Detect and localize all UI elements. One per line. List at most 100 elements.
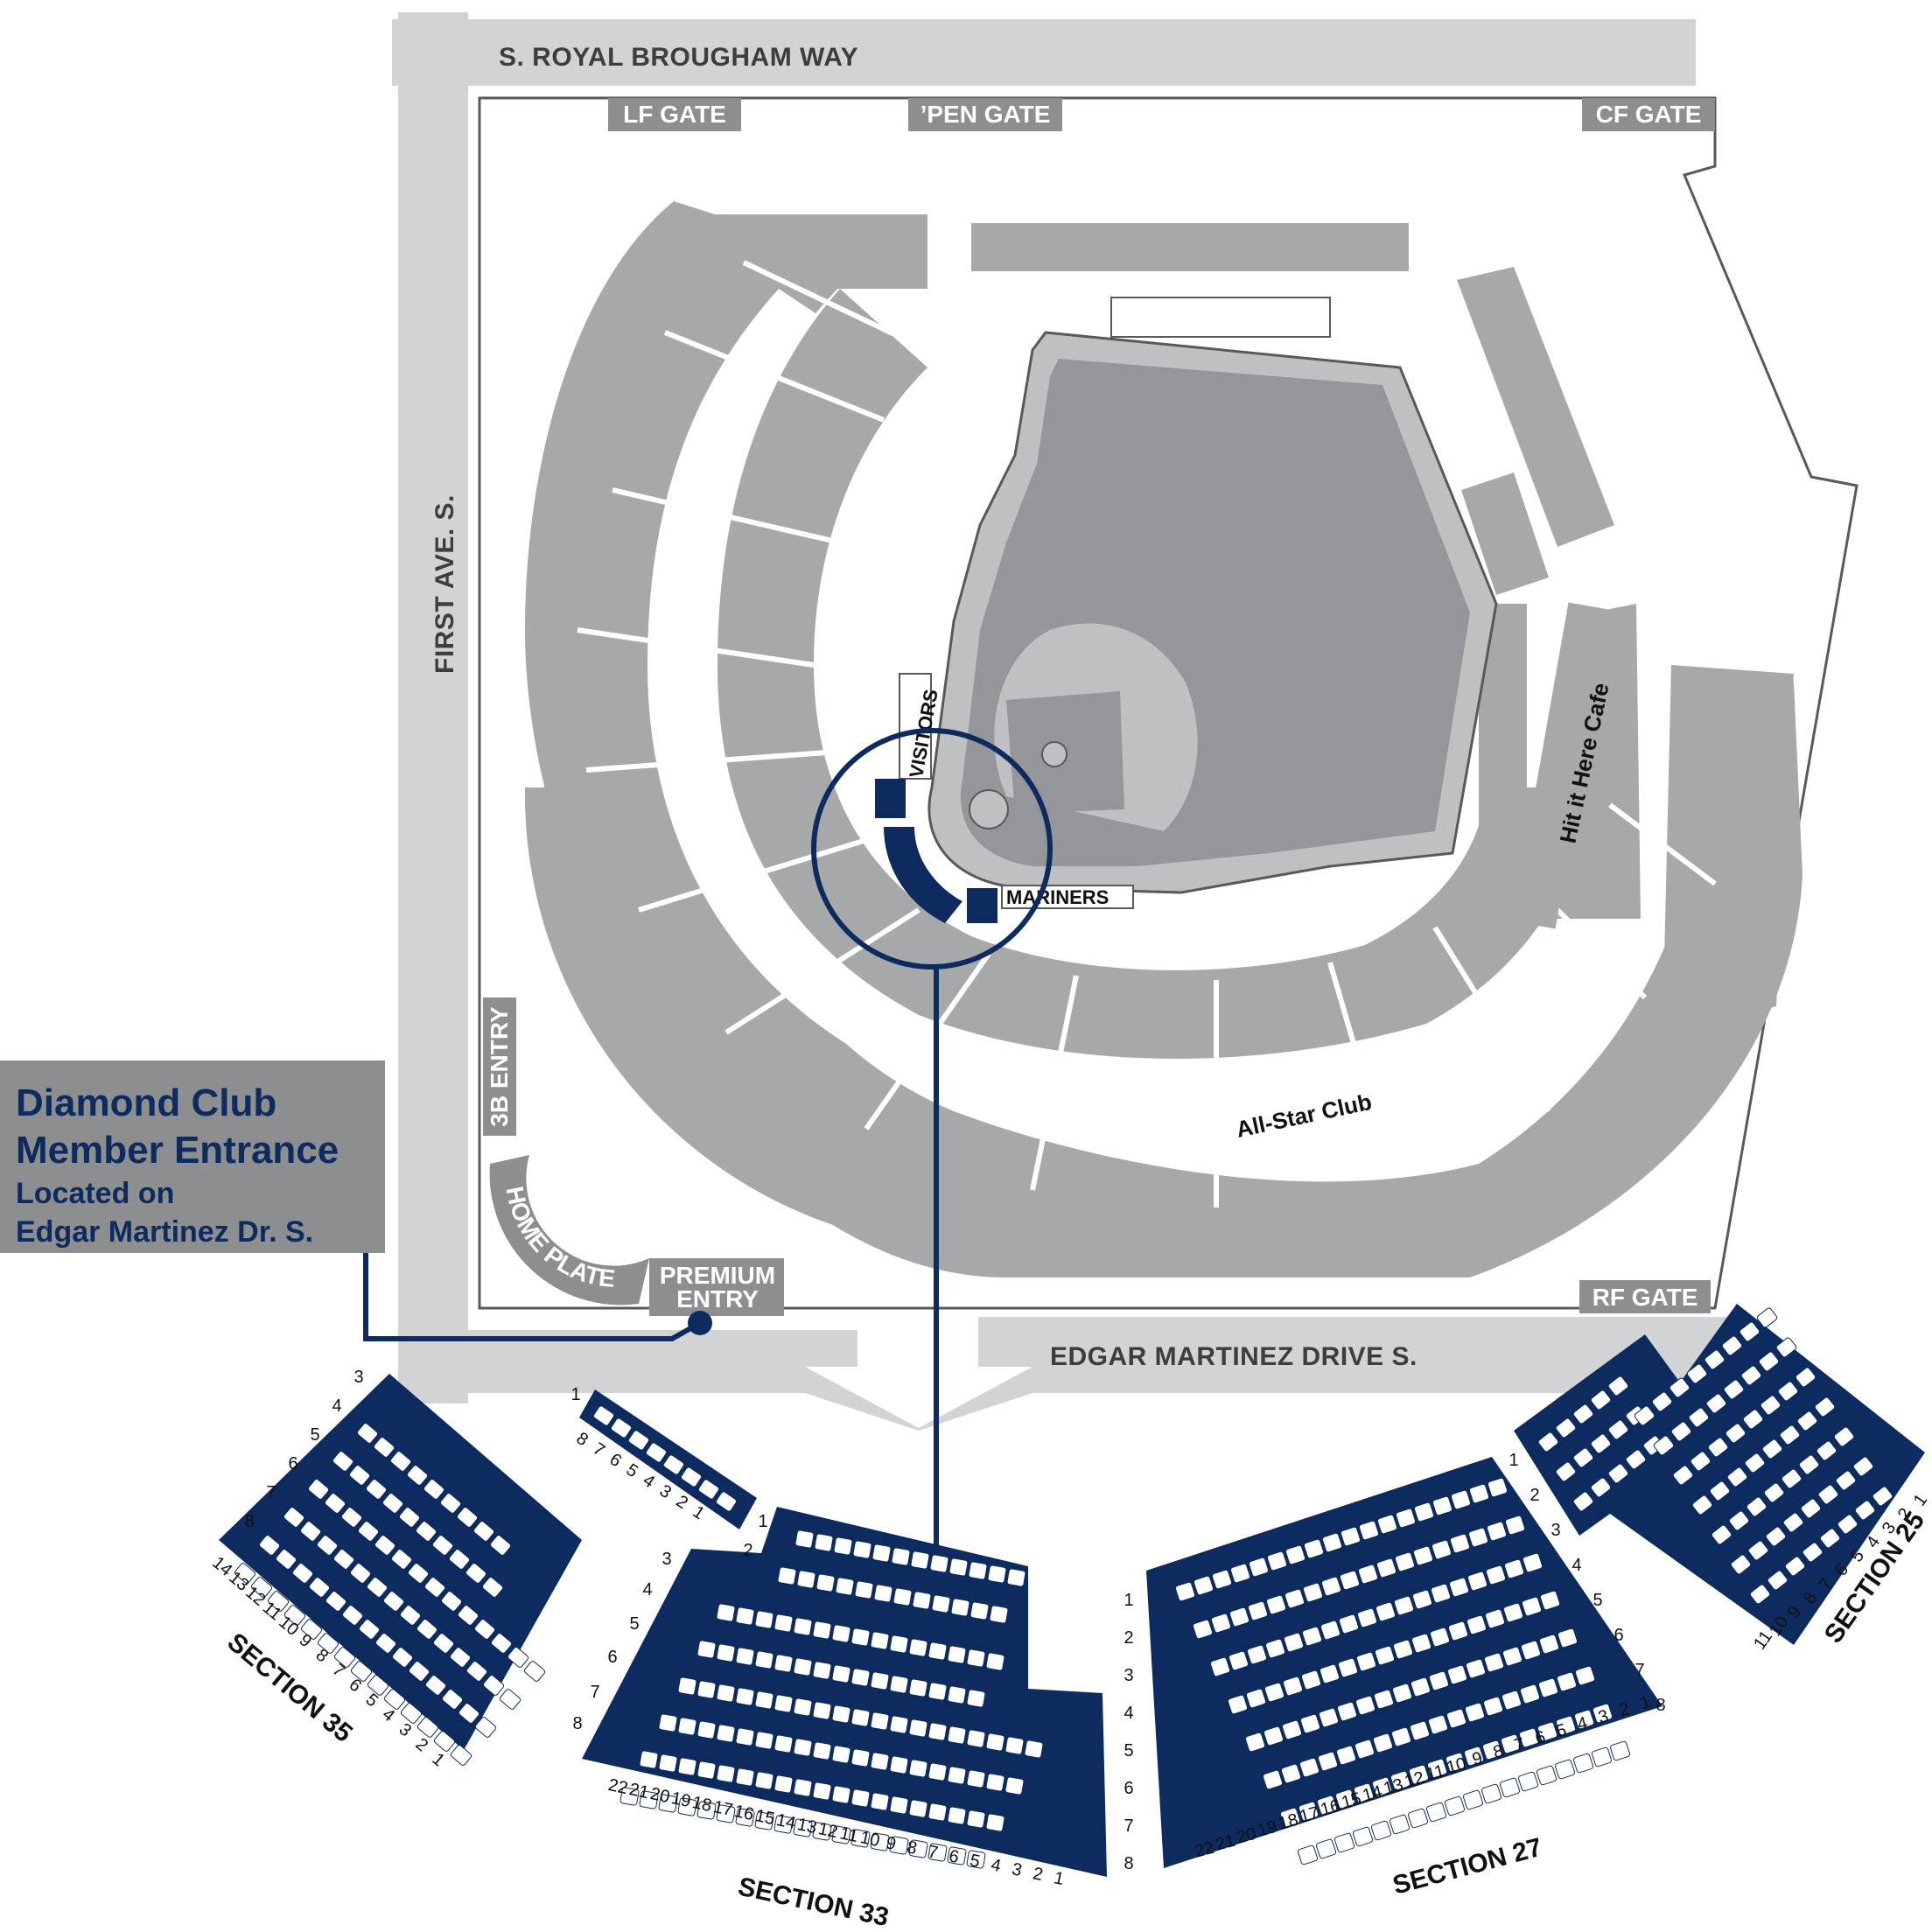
seat [908, 1839, 928, 1858]
seat [1339, 1570, 1361, 1591]
seat [1519, 1684, 1541, 1704]
seat [1425, 1802, 1447, 1823]
seat [966, 1850, 986, 1869]
seat [1486, 1521, 1508, 1542]
section-27-title: SECTION 27 [1390, 1833, 1545, 1900]
seat [947, 1645, 967, 1664]
section-27-right-row-number: 2 [1530, 1486, 1539, 1505]
section-27-row-number: 4 [1124, 1704, 1133, 1723]
seat [1352, 1826, 1374, 1847]
section-27-right-row-number: 3 [1550, 1521, 1560, 1540]
seat [1728, 1510, 1750, 1531]
seat [1317, 1751, 1339, 1772]
seat [1723, 1379, 1745, 1400]
seat [985, 1813, 1005, 1832]
seat [677, 1676, 697, 1696]
section-33-seat-number: 4 [990, 1855, 1003, 1876]
seat [1315, 1838, 1337, 1859]
section-27-row-number: 7 [1124, 1816, 1133, 1836]
seat [1466, 1614, 1488, 1635]
section-33-seat-number: 10 [858, 1828, 881, 1851]
seat [1796, 1410, 1818, 1432]
seat [1336, 1701, 1358, 1722]
seat [1192, 1619, 1214, 1640]
seat [831, 1664, 851, 1684]
seat [307, 1479, 330, 1500]
seat [639, 1750, 659, 1769]
seat [1590, 1390, 1612, 1410]
seat [985, 1732, 1005, 1752]
seat [1607, 1463, 1629, 1484]
seat [1335, 1745, 1357, 1766]
seat [1449, 1533, 1471, 1554]
seat [1747, 1540, 1769, 1561]
section-33-seat-number: 13 [795, 1815, 818, 1838]
seat [1536, 1721, 1558, 1742]
seat [1193, 1575, 1214, 1596]
seat [627, 1430, 650, 1451]
seat [481, 1577, 504, 1598]
seat [1432, 1495, 1453, 1516]
premium-label-1: PREMIUM [660, 1262, 775, 1289]
seat [399, 1605, 422, 1626]
seat [1872, 1486, 1894, 1507]
seat [406, 1465, 429, 1486]
seat [754, 1731, 774, 1750]
section-27-seat-number: 2 [1617, 1699, 1631, 1720]
seat [1450, 1489, 1472, 1510]
seat [340, 1507, 363, 1528]
seat [1303, 1538, 1325, 1559]
seat [1411, 1589, 1433, 1610]
section-35-row-number: 6 [288, 1454, 298, 1474]
seat [1445, 1752, 1466, 1773]
seat [754, 1771, 774, 1790]
seat [1228, 1606, 1250, 1628]
seat [1265, 1594, 1287, 1615]
seat [966, 1810, 986, 1829]
seat [333, 1647, 356, 1668]
seat [985, 1652, 1005, 1671]
section-33-seat-number: 18 [690, 1793, 713, 1816]
seat [1210, 1613, 1232, 1634]
section-35-seat-number: 1 [429, 1749, 449, 1770]
seat [341, 1605, 364, 1626]
seat [1390, 1770, 1411, 1791]
seat [383, 1689, 406, 1710]
inner-white-concourse [648, 289, 1671, 1126]
seat [793, 1738, 813, 1757]
seat [968, 1561, 988, 1580]
seat [716, 1603, 736, 1622]
seat [1444, 1796, 1466, 1816]
section-27-seat-number: 3 [1596, 1706, 1610, 1727]
section-35-row-number: 8 [244, 1512, 254, 1531]
section-33-seat-number: 9 [885, 1833, 898, 1854]
seat [324, 1493, 346, 1514]
seat [639, 1790, 659, 1810]
seat [774, 1654, 794, 1673]
seat [947, 1806, 967, 1825]
section-33-seat-number: 21 [627, 1780, 650, 1802]
seat [382, 1591, 405, 1612]
seat [1819, 1528, 1841, 1549]
seat [1502, 1646, 1523, 1667]
street-first-ave: FIRST AVE. S. [430, 494, 459, 674]
seat [1537, 1677, 1559, 1698]
seat [833, 1536, 853, 1556]
seat [1462, 1789, 1484, 1810]
seat [416, 1717, 439, 1738]
seat [465, 1563, 487, 1584]
seat [610, 1418, 633, 1438]
seat [716, 1804, 736, 1824]
seat [754, 1610, 774, 1629]
section-27-seat-number: 6 [1533, 1727, 1547, 1748]
aisle-lines [577, 260, 1717, 1208]
seat [1337, 1657, 1359, 1678]
seat [793, 1617, 813, 1636]
seat [374, 1535, 396, 1556]
seat [1227, 1694, 1249, 1715]
seat [1537, 1432, 1559, 1452]
seat [1574, 1665, 1596, 1686]
gate-rf: RF GATE [1579, 1280, 1711, 1313]
gate-pen-label: ’PEN GATE [920, 101, 1051, 128]
seat [735, 1687, 755, 1706]
